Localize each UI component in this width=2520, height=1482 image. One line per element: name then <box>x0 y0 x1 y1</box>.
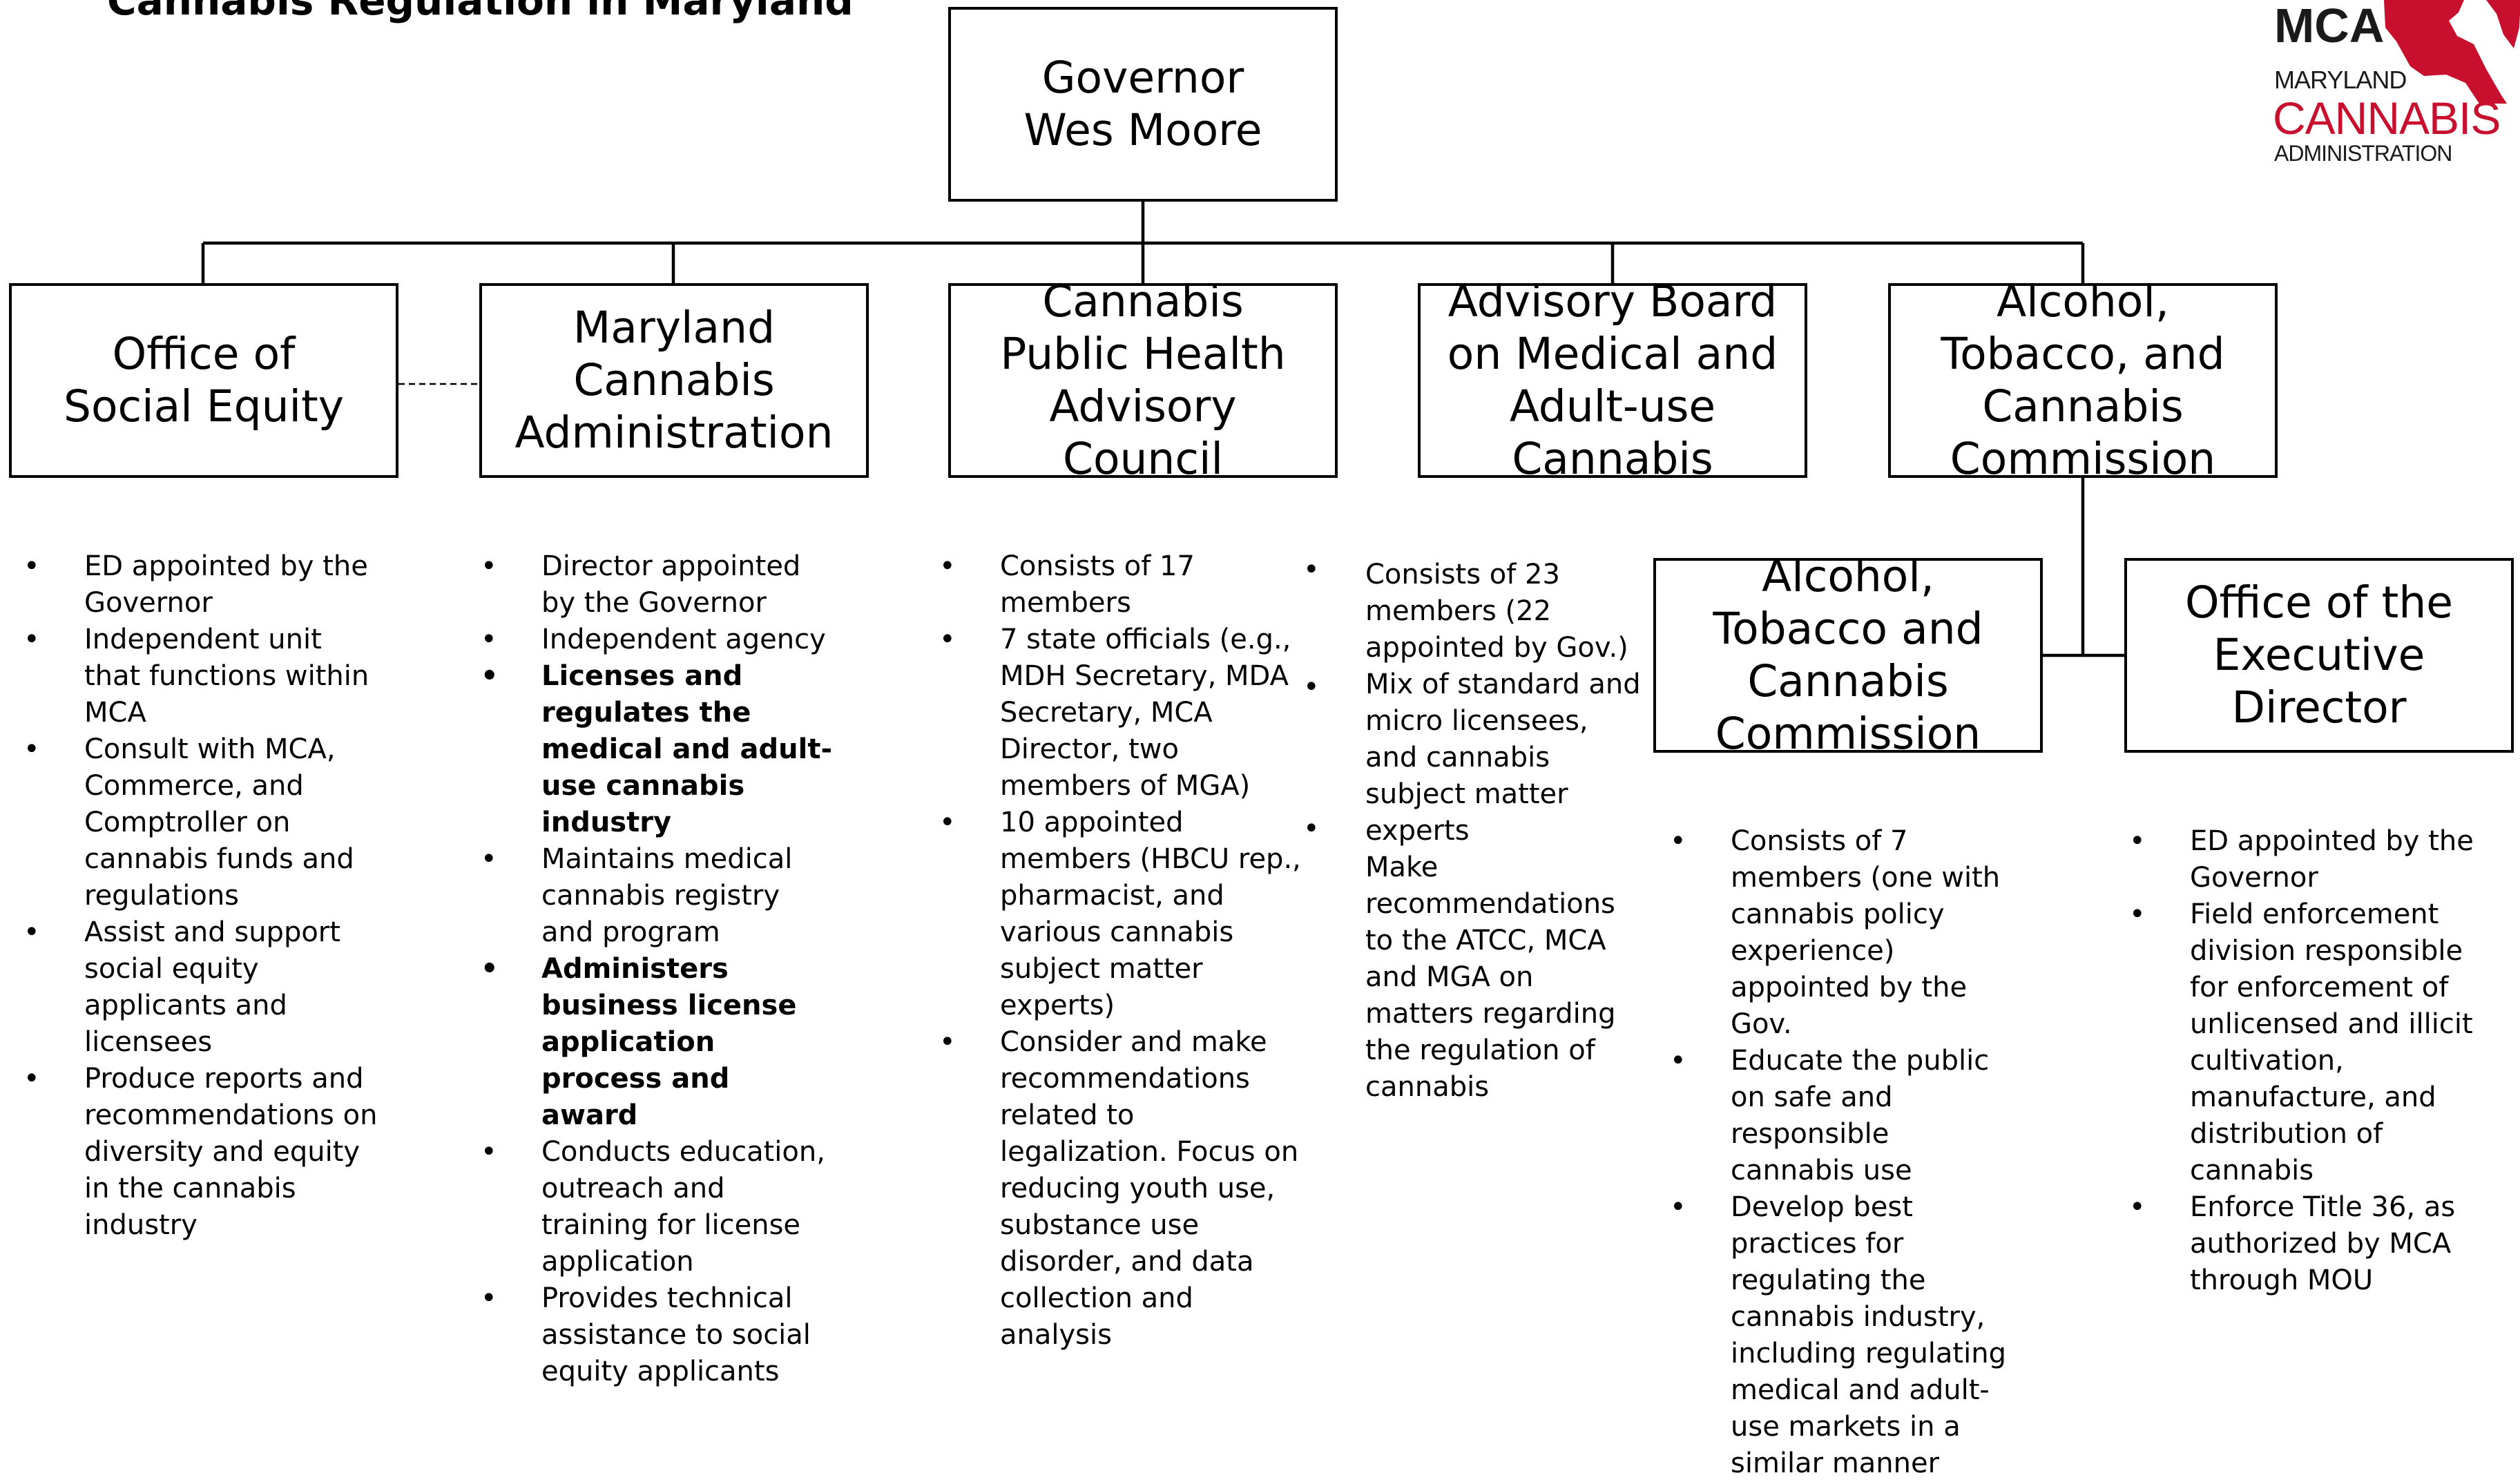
list-item: Field enforcement division responsible f… <box>2129 896 2501 1189</box>
atcc-box: Alcohol, Tobacco and Cannabis Commission <box>1653 551 2043 759</box>
atcc-top-box: Alcohol, Tobacco, and Cannabis Commissio… <box>1888 276 2278 484</box>
list-item: Licenses and regulates the medical and a… <box>481 658 835 841</box>
advisory-bullet-marker: • <box>1303 813 1320 845</box>
list-item: Consists of 7 members (one with cannabis… <box>1670 823 2021 1043</box>
org-chart-connectors <box>201 202 2124 657</box>
page-title: Cannabis Regulation in Maryland <box>107 0 854 24</box>
list-item: 7 state officials (e.g., MDH Secretary, … <box>939 622 1302 805</box>
cphac-bullet-list: Consists of 17 members 7 state officials… <box>939 548 1302 1354</box>
list-item: Mix of standard and micro licensees, and… <box>1365 668 1641 847</box>
advisory-bullet-marker: • <box>1303 554 1320 586</box>
oed-label: Office of the Executive Director <box>2184 577 2454 733</box>
list-item: Independent unit that functions within M… <box>23 622 381 731</box>
list-item: Conducts education, outreach and trainin… <box>481 1134 835 1280</box>
list-item: Consult with MCA, Commerce, and Comptrol… <box>23 731 381 914</box>
list-item: Administers business license application… <box>481 951 835 1134</box>
maryland-map-icon <box>2383 0 2520 104</box>
mca-label: Maryland Cannabis Administration <box>514 302 834 458</box>
cphac-label: Cannabis Public Health Advisory Council <box>1000 276 1286 484</box>
oed-bullet-list: ED appointed by the Governor Field enfor… <box>2129 823 2501 1299</box>
logo-line-maryland: MARYLAND <box>2274 66 2407 94</box>
list-item: Produce reports and recommendations on d… <box>23 1061 381 1244</box>
list-item: Develop best practices for regulating th… <box>1670 1189 2021 1482</box>
mca-bullet-list: Director appointed by the Governor Indep… <box>481 548 835 1390</box>
ose-label: Office of Social Equity <box>63 329 345 432</box>
list-item: ED appointed by the Governor <box>2129 823 2501 896</box>
governor-label: Governor Wes Moore <box>1023 52 1262 155</box>
list-item: Provides technical assistance to social … <box>481 1280 835 1390</box>
logo-line-cannabis: CANNABIS <box>2273 93 2501 144</box>
atcc-label: Alcohol, Tobacco and Cannabis Commission <box>1713 551 1983 759</box>
list-item: Consists of 23 members (22 appointed by … <box>1365 559 1628 664</box>
list-item: Consists of 17 members <box>939 548 1302 622</box>
list-item: Director appointed by the Governor <box>481 548 835 622</box>
list-item: Independent agency <box>481 622 835 658</box>
ose-box: Office of Social Equity <box>9 283 398 478</box>
list-item: Educate the public on safe and responsib… <box>1670 1043 2021 1189</box>
list-item: Maintains medical cannabis registry and … <box>481 841 835 951</box>
logo-abbreviation: MCA <box>2274 0 2385 52</box>
list-item: Assist and support social equity applica… <box>23 914 381 1061</box>
list-item: Consider and make recommendations relate… <box>939 1024 1302 1354</box>
advisory-bullet-list: Consists of 23 members (22 appointed by … <box>1365 557 1645 1106</box>
atcc-bullet-list: Consists of 7 members (one with cannabis… <box>1670 823 2021 1482</box>
list-item: 10 appointed members (HBCU rep., pharmac… <box>939 805 1302 1024</box>
mca-box: Maryland Cannabis Administration <box>479 283 869 478</box>
oed-box: Office of the Executive Director <box>2124 558 2514 753</box>
atcc-top-label: Alcohol, Tobacco, and Cannabis Commissio… <box>1941 276 2225 484</box>
logo-line-administration: ADMINISTRATION <box>2274 141 2452 166</box>
list-item: Make recommendations to the ATCC, MCA an… <box>1365 851 1616 1103</box>
list-item: ED appointed by the Governor <box>23 548 381 622</box>
advisory-label: Advisory Board on Medical and Adult-use … <box>1447 276 1778 484</box>
cphac-box: Cannabis Public Health Advisory Council <box>948 276 1338 484</box>
advisory-box: Advisory Board on Medical and Adult-use … <box>1418 276 1807 484</box>
governor-box: Governor Wes Moore <box>948 7 1338 202</box>
advisory-bullet-marker: • <box>1303 671 1320 703</box>
mca-logo: MCA MARYLAND CANNABIS ADMINISTRATION <box>2269 0 2520 169</box>
list-item: Enforce Title 36, as authorized by MCA t… <box>2129 1189 2501 1299</box>
ose-bullet-list: ED appointed by the Governor Independent… <box>23 548 381 1244</box>
